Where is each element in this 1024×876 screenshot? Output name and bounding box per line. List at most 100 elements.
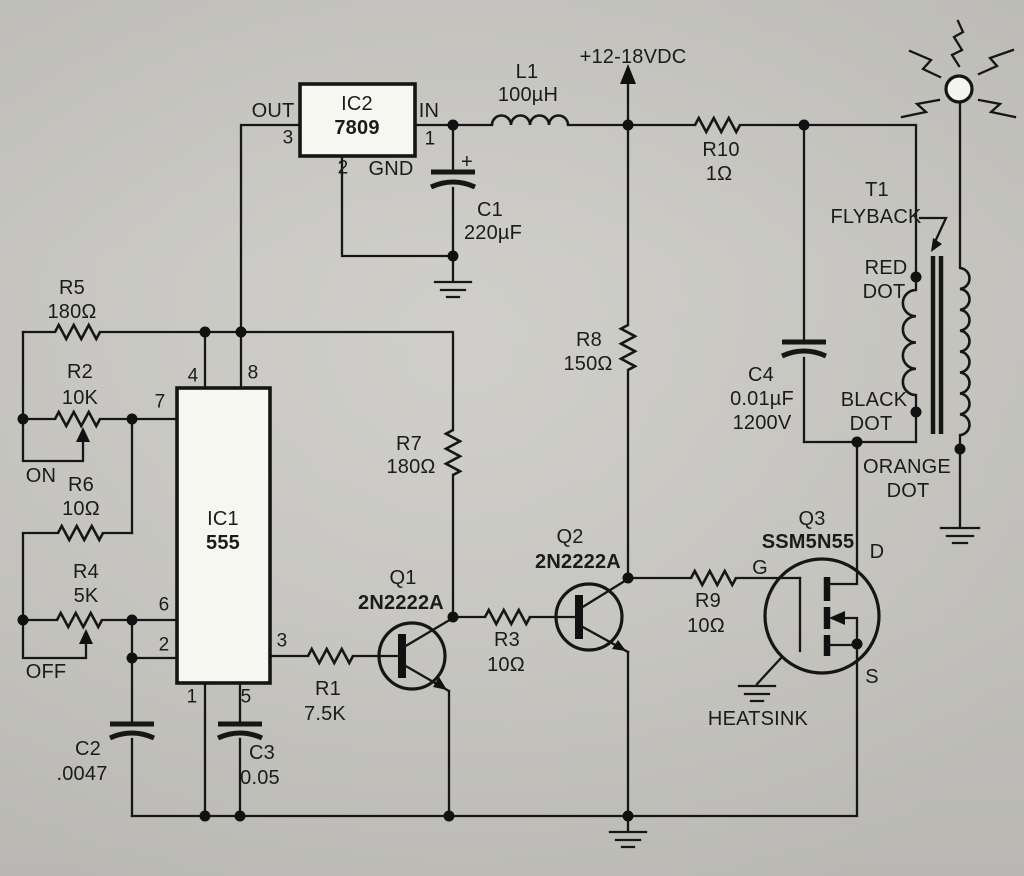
ground-symbol-secondary (939, 526, 981, 545)
ic1-pin1: 1 (186, 686, 198, 708)
r1-ref: R1 (315, 678, 341, 700)
r10-ref: R10 (702, 139, 740, 161)
bolt-top (950, 19, 965, 68)
secondary-winding (959, 266, 971, 437)
ic1-part: 555 (206, 532, 240, 554)
ic2-pin1-number: 1 (424, 128, 436, 150)
t1-type: FLYBACK (830, 206, 922, 228)
c1-polarity: + (461, 151, 473, 173)
wires (21, 82, 962, 818)
c4-voltage: 1200V (732, 412, 792, 434)
bolt-upper-left (908, 49, 942, 79)
junction-dots (17, 119, 966, 822)
resistor-r1 (306, 646, 355, 666)
c4-value: 0.01µF (730, 388, 794, 410)
heatsink-lead (755, 655, 784, 686)
ic1-ref: IC1 (207, 508, 239, 530)
resistor-r4-pot (55, 610, 104, 644)
q1-ref: Q1 (389, 567, 417, 589)
q3-part: SSM5N55 (761, 531, 855, 553)
ic1-pin8: 8 (247, 362, 259, 384)
off-wiper-arrow (79, 629, 93, 644)
ic2-pin2-number: 2 (337, 157, 349, 179)
ic1-pin3: 3 (276, 630, 288, 652)
r6-ref: R6 (68, 474, 94, 496)
on-wiper-arrow (76, 427, 90, 442)
r2-ref: R2 (67, 361, 93, 383)
capacitor-c3 (216, 721, 264, 741)
r5-value: 180Ω (47, 301, 97, 323)
capacitor-c1 (429, 169, 477, 190)
mosfet-q3 (755, 440, 881, 686)
r8-ref: R8 (576, 329, 602, 351)
ic2-part: 7809 (334, 117, 380, 139)
q3-ref: Q3 (798, 508, 826, 530)
r10-value: 1Ω (705, 163, 733, 185)
r9-ref: R9 (695, 590, 721, 612)
c1-ref: C1 (477, 199, 503, 221)
black-dot-label-2: DOT (849, 413, 893, 435)
r3-ref: R3 (494, 629, 520, 651)
r4-value: 5K (73, 585, 99, 607)
resistor-r7 (443, 428, 463, 477)
c4-ref: C4 (748, 364, 774, 386)
t1-ref: T1 (865, 179, 889, 201)
resistor-r5 (53, 322, 102, 342)
resistor-r9 (689, 568, 738, 588)
ic1-pin2: 2 (158, 634, 170, 656)
bolt-lower-left (900, 98, 941, 119)
ic1-pin5: 5 (240, 686, 252, 708)
r9-value: 10Ω (687, 615, 725, 637)
r3-value: 10Ω (487, 654, 525, 676)
q3-gate-label: G (752, 557, 768, 579)
transistor-q2 (554, 577, 630, 654)
ground-symbol-heatsink (737, 684, 777, 703)
r6-value: 10Ω (62, 498, 100, 520)
c3-ref: C3 (249, 742, 275, 764)
ic2-pin-out-label: OUT (251, 100, 295, 122)
capacitor-c2 (108, 721, 156, 741)
red-dot-label-2: DOT (862, 281, 906, 303)
resistor-r3 (483, 607, 532, 627)
c1-value: 220µF (463, 222, 523, 244)
resistor-r8 (618, 323, 638, 372)
c2-value: .0047 (56, 763, 108, 785)
ground-symbol-c1 (433, 254, 473, 299)
ic2-pin-in-label: IN (418, 100, 440, 122)
inductor-l1 (490, 114, 570, 126)
flyback-pointer-arrow (918, 216, 948, 252)
on-label: ON (25, 465, 57, 487)
r4-ref: R4 (73, 561, 99, 583)
q3-drain-label: D (869, 541, 885, 563)
q3-source-label: S (865, 666, 879, 688)
l1-value: 100µH (497, 84, 559, 106)
ic1-pin7: 7 (154, 391, 166, 413)
red-dot-label-1: RED (864, 257, 908, 279)
r7-ref: R7 (396, 433, 422, 455)
ic2-pin-gnd-label: GND (368, 158, 414, 180)
r5-ref: R5 (59, 277, 85, 299)
bolt-upper-right (977, 48, 1015, 76)
resistor-r6 (56, 523, 105, 543)
q1-part: 2N2222A (358, 592, 444, 614)
ic2-box (298, 82, 417, 158)
ic1-pin4: 4 (187, 365, 199, 387)
off-label: OFF (25, 661, 67, 683)
c3-value: 0.05 (240, 767, 280, 789)
orange-dot-label-2: DOT (886, 480, 930, 502)
transformer-t1 (901, 216, 971, 437)
supply-arrow (620, 64, 636, 84)
r7-value: 180Ω (386, 456, 436, 478)
black-dot-label-1: BLACK (840, 389, 908, 411)
orange-dot-label-1: ORANGE (863, 456, 951, 478)
resistor-r2-pot (53, 409, 102, 442)
r1-value: 7.5K (304, 703, 346, 725)
primary-winding (901, 288, 917, 397)
ic1-box (175, 386, 272, 685)
l1-ref: L1 (515, 61, 539, 83)
ic1-pin6: 6 (158, 594, 170, 616)
r8-value: 150Ω (563, 353, 613, 375)
bolt-lower-right (977, 98, 1017, 119)
